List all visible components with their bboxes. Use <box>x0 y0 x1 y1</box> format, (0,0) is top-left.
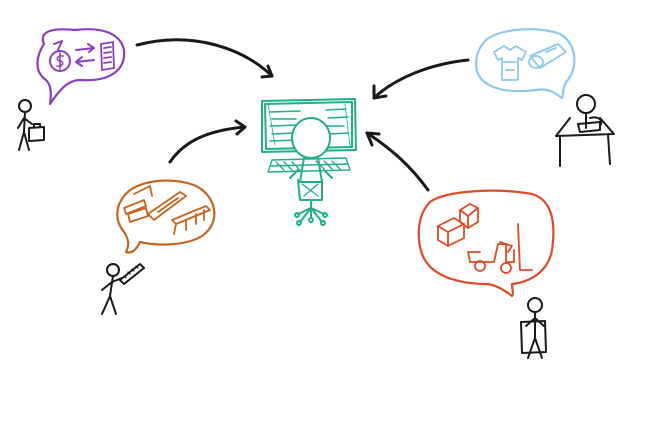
lumber-icon <box>123 185 153 223</box>
monitor-icon <box>261 98 357 153</box>
sewing-machine-icon <box>577 116 603 133</box>
warehouse-person <box>520 297 547 359</box>
user-head-icon <box>291 117 331 159</box>
arrow-from-carpenter <box>168 119 247 164</box>
tailor-person <box>555 94 615 167</box>
arrow-from-tailor <box>372 58 470 100</box>
arrow-from-finance <box>135 38 274 79</box>
computer-workstation <box>261 98 357 226</box>
tailor-speech-bubble <box>474 28 576 100</box>
box-carried-icon <box>520 320 547 354</box>
fabric-roll-icon <box>528 43 567 69</box>
plank-icon <box>147 191 187 221</box>
forklift-icon <box>467 223 533 274</box>
table-icon <box>555 117 615 167</box>
exchange-arrows-icon <box>75 43 95 67</box>
briefcase-icon <box>28 123 45 142</box>
arrow-from-warehouse <box>365 131 430 192</box>
boxes-icon <box>437 203 479 247</box>
warehouse-speech-bubble <box>417 189 555 298</box>
shirt-icon <box>493 45 527 81</box>
money-bag-icon <box>49 40 71 72</box>
carpenter-person <box>101 263 145 315</box>
office-chair-icon <box>294 179 328 226</box>
finance-speech-bubble <box>36 28 126 106</box>
table-icon <box>171 205 211 235</box>
carpenter-speech-bubble <box>116 179 216 254</box>
finance-person <box>17 99 45 151</box>
saw-icon <box>119 263 145 285</box>
keyboard-icon <box>267 157 351 173</box>
document-icon <box>100 41 115 71</box>
